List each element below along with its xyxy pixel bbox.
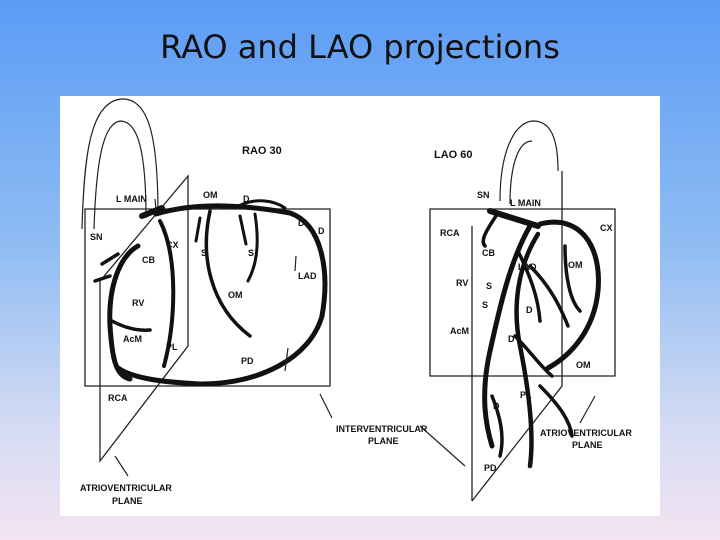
lao-rca-vessel xyxy=(514,231,541,469)
rao-atrioventricular-plane xyxy=(99,174,189,463)
rao-panel: RAO 30 L MAIN OM D D D SN CX CB S S LAD … xyxy=(81,98,331,463)
lao-label-cb: CB xyxy=(482,248,495,258)
rao-label-lmain: L MAIN xyxy=(116,194,147,204)
lao-interventricular-plane xyxy=(471,171,563,502)
rao-label-sn: SN xyxy=(90,232,103,242)
rao-label-d-right2: D xyxy=(318,226,325,236)
rao-label-om-top: OM xyxy=(203,190,218,200)
lao-view-label: LAO 60 xyxy=(434,149,473,161)
rao-label-d-top: D xyxy=(243,194,250,204)
rao-label-rv: RV xyxy=(132,298,144,308)
rao-septal-vessels xyxy=(194,214,248,246)
rao-label-pl: PL xyxy=(166,342,178,352)
atrioventricular-left-label-line1: ATRIOVENTRICULAR xyxy=(80,483,172,493)
lao-label-lmain: L MAIN xyxy=(510,198,541,208)
lao-label-rca: RCA xyxy=(440,228,460,238)
lao-label-s2: S xyxy=(482,300,488,310)
rao-view-label: RAO 30 xyxy=(242,145,282,157)
rao-label-cb: CB xyxy=(142,255,155,265)
lao-lad-vessel xyxy=(482,223,533,449)
slide-title: RAO and LAO projections xyxy=(160,28,560,66)
rao-diagonal-vessel xyxy=(233,199,287,283)
lao-label-pl: PL xyxy=(520,390,532,400)
coronary-projection-figure: RAO 30 L MAIN OM D D D SN CX CB S S LAD … xyxy=(60,96,660,516)
rao-label-cx: CX xyxy=(166,240,179,250)
lao-label-lad: LAD xyxy=(518,262,537,272)
rao-label-d-right1: D xyxy=(298,218,305,228)
lao-label-s1: S xyxy=(486,281,492,291)
rao-label-pd: PD xyxy=(241,356,254,366)
atrioventricular-right-label-line1: ATRIOVENTRICULAR xyxy=(540,428,632,438)
interventricular-label-line1: INTERVENTRICULAR xyxy=(336,424,428,434)
interventricular-leader xyxy=(319,393,466,467)
lao-label-sn: SN xyxy=(477,190,490,200)
coronary-diagram: RAO 30 L MAIN OM D D D SN CX CB S S LAD … xyxy=(80,98,632,506)
rao-label-s2: S xyxy=(248,248,254,258)
rao-rca-branches xyxy=(93,252,152,332)
rao-label-s1: S xyxy=(201,248,207,258)
rao-cx-vessel xyxy=(158,219,176,368)
lao-panel: LAO 60 SN L MAIN RCA CX CB LAD OM RV S S… xyxy=(429,120,616,502)
lao-label-pd: PD xyxy=(484,463,497,473)
rao-aorta-outline xyxy=(81,98,159,230)
rao-rca-vessel xyxy=(107,243,141,382)
rao-lad-vessel xyxy=(115,203,328,387)
atrioventricular-right-label-line2: PLANE xyxy=(572,440,603,450)
lao-cx-vessel xyxy=(537,219,601,371)
lao-label-d-low: D xyxy=(508,334,515,344)
lao-rca-proximal xyxy=(481,214,498,248)
rao-leader-lines xyxy=(154,198,297,372)
rao-label-acm: AcM xyxy=(123,334,142,344)
atrioventricular-right-leader xyxy=(579,395,596,424)
atrioventricular-left-label-line2: PLANE xyxy=(112,496,143,506)
atrioventricular-left-leader xyxy=(114,455,129,477)
lao-label-d-bottom: D xyxy=(493,401,500,411)
lao-branches xyxy=(490,244,582,458)
rao-label-lad: LAD xyxy=(298,271,317,281)
lao-left-main-vessel xyxy=(487,208,541,229)
lao-label-rv: RV xyxy=(456,278,468,288)
lao-label-d-mid: D xyxy=(526,305,533,315)
lao-label-cx: CX xyxy=(600,223,613,233)
lao-label-acm: AcM xyxy=(450,326,469,336)
lao-label-om-right: OM xyxy=(568,260,583,270)
rao-om-vessel xyxy=(204,209,252,338)
rao-label-om-mid: OM xyxy=(228,290,243,300)
rao-left-main-vessel xyxy=(139,205,165,219)
interventricular-label-line2: PLANE xyxy=(368,436,399,446)
rao-label-rca: RCA xyxy=(108,393,128,403)
plane-callouts: INTERVENTRICULAR PLANE ATRIOVENTRICULAR … xyxy=(80,393,632,506)
lao-aorta-outline xyxy=(499,120,559,205)
lao-label-om-low: OM xyxy=(576,360,591,370)
lao-atrioventricular-plane xyxy=(429,208,616,377)
